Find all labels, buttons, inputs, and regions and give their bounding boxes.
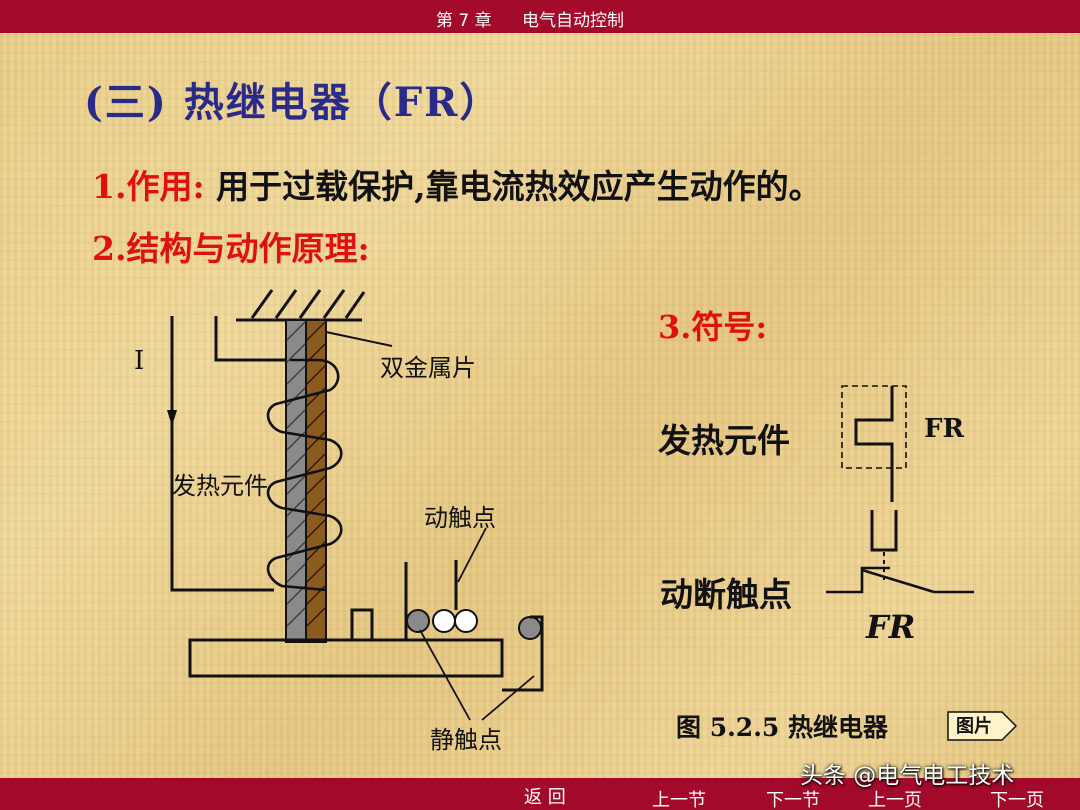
current-arrow bbox=[167, 410, 177, 426]
reset-wire bbox=[502, 615, 544, 692]
point-function-text: 用于过载保护,靠电流热效应产生动作的。 bbox=[204, 167, 822, 206]
top-bar: 第 7 章 电气自动控制 bbox=[0, 0, 1080, 33]
bimetal-label: 双金属片 bbox=[380, 354, 476, 382]
point-function-label: 1.作用: bbox=[92, 167, 205, 206]
contact-mech-link bbox=[870, 510, 898, 552]
heater-symbol bbox=[854, 386, 894, 502]
prev-section-button[interactable]: 上一节 bbox=[652, 790, 706, 810]
symbol-heater-fr: FR bbox=[924, 414, 965, 444]
static-contact-leader-1 bbox=[419, 629, 471, 721]
back-button[interactable]: 返 回 bbox=[524, 787, 566, 808]
figure-caption: 图 5.2.5 热继电器 bbox=[676, 713, 888, 742]
nc-contact-symbol bbox=[826, 566, 890, 594]
heater-wire-top bbox=[214, 316, 290, 362]
chapter-number: 第 7 章 bbox=[436, 11, 492, 31]
heater-symbol-box bbox=[841, 385, 907, 469]
moving-contact-leader bbox=[457, 527, 487, 583]
prev-page-button[interactable]: 上一页 bbox=[868, 790, 922, 810]
symbol-contact-label: 动断触点 bbox=[660, 575, 792, 614]
slide-title: (三) 热继电器（FR） bbox=[84, 79, 502, 126]
heater-label: 发热元件 bbox=[172, 472, 268, 500]
bottom-nav-bar: 返 回 上一节 下一节 上一页 下一页 bbox=[0, 778, 1080, 810]
heater-coil bbox=[266, 358, 343, 592]
moving-contact-label: 动触点 bbox=[424, 504, 496, 532]
bimetal-strip-brass bbox=[305, 319, 327, 643]
point-function: 1.作用: 用于过载保护,靠电流热效应产生动作的。 bbox=[92, 160, 822, 208]
chapter-subject: 电气自动控制 bbox=[522, 11, 624, 31]
bimetal-leader bbox=[325, 331, 393, 347]
reset-contact-circle bbox=[518, 616, 542, 640]
static-contact-label: 静触点 bbox=[430, 726, 502, 754]
ceiling-mount bbox=[236, 289, 366, 322]
next-page-button[interactable]: 下一页 bbox=[990, 790, 1044, 810]
symbol-heater-label: 发热元件 bbox=[658, 421, 790, 460]
point-structure: 2.结构与动作原理: bbox=[92, 229, 370, 268]
symbol-contact-fr: FR bbox=[866, 608, 916, 646]
symbol-title: 3.符号: bbox=[658, 308, 768, 346]
next-section-button[interactable]: 下一节 bbox=[766, 790, 820, 810]
latch-step bbox=[326, 608, 374, 642]
heater-wire-left bbox=[170, 316, 274, 592]
moving-contact-circle-1 bbox=[432, 609, 456, 633]
nc-contact-blade bbox=[861, 568, 935, 594]
moving-contact-circle-2 bbox=[454, 609, 478, 633]
static-contact-leader-2 bbox=[481, 675, 535, 721]
picture-button[interactable]: 图片 bbox=[956, 716, 992, 737]
current-label: I bbox=[134, 346, 145, 376]
relay-base bbox=[188, 638, 504, 678]
watermark: 头条 @电气电工技术 bbox=[800, 763, 1015, 789]
static-contact-circle bbox=[406, 609, 430, 633]
